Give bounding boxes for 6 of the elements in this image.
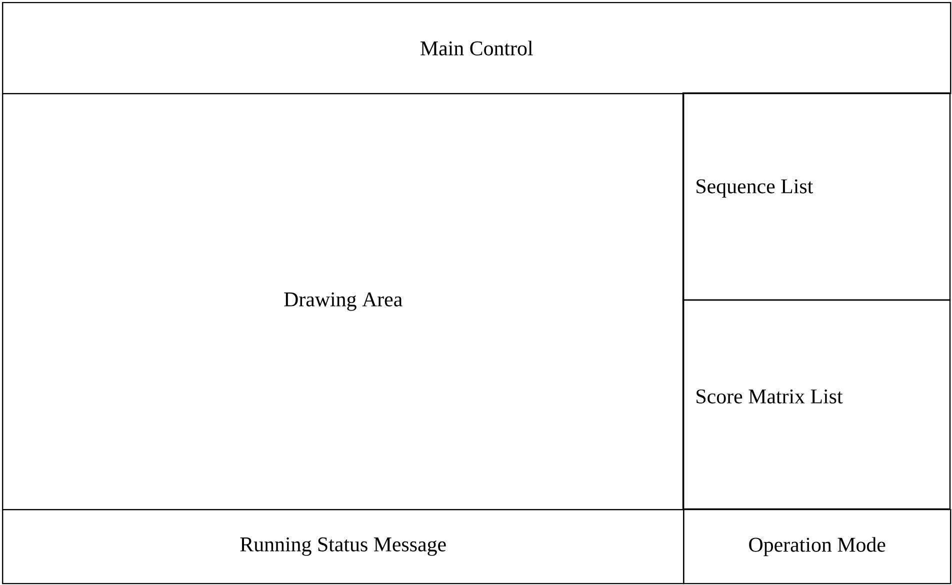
layout-panel: Running Status Message	[2, 508, 684, 584]
layout-panel: Sequence List	[682, 92, 951, 301]
layout-panel: Score Matrix List	[682, 299, 951, 510]
layout-panel: Drawing Area	[2, 92, 684, 510]
layout-panel: Main Control	[2, 2, 952, 94]
layout-panel: Operation Mode	[683, 508, 952, 584]
